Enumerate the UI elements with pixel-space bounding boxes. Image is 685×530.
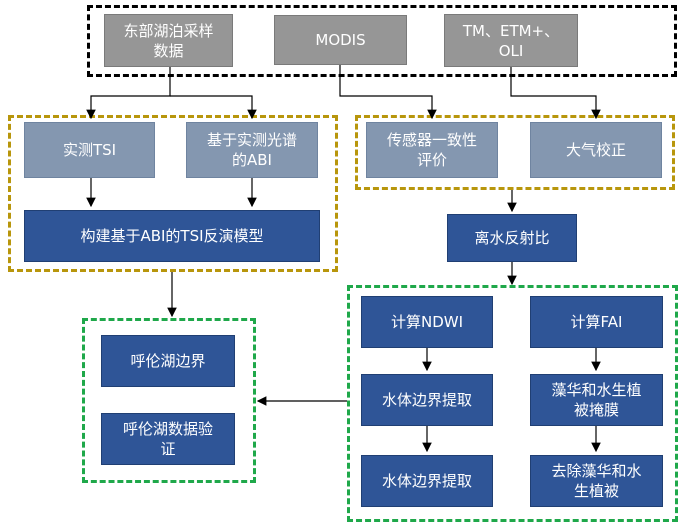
arrow-east-lake-to-tsi [86, 67, 171, 120]
arrow-tm-to-atmos [510, 67, 601, 120]
frame-preprocessing [355, 115, 675, 190]
node-tsi-inversion-model: 构建基于ABI的TSI反演模型 [24, 210, 320, 262]
node-sensor-consistency: 传感器一致性 评价 [366, 122, 498, 178]
node-algae-vegetation-mask: 藻华和水生植 被掩膜 [530, 374, 663, 426]
arrow-east-lake-to-abi [170, 95, 257, 120]
frame-results [82, 318, 256, 483]
node-water-boundary-extract-1: 水体边界提取 [361, 374, 493, 426]
node-compute-fai: 计算FAI [530, 296, 663, 348]
node-hulun-lake-boundary: 呼伦湖边界 [101, 335, 235, 387]
frame-data-sources [87, 5, 677, 77]
node-water-boundary-extract-2: 水体边界提取 [361, 455, 493, 507]
node-hulun-data-validation: 呼伦湖数据验 证 [101, 413, 235, 465]
node-atmospheric-correction: 大气校正 [530, 122, 662, 178]
arrow-modis-to-sensor [339, 64, 437, 120]
node-compute-ndwi: 计算NDWI [361, 296, 493, 348]
node-measured-tsi: 实测TSI [24, 122, 155, 178]
node-water-leaving-reflectance: 离水反射比 [447, 214, 577, 262]
node-abi-spectrum: 基于实测光谱 的ABI [186, 122, 318, 178]
frame-model-building [8, 115, 338, 272]
node-tm-etm-oli: TM、ETM+、 OLI [444, 14, 578, 67]
node-east-lake-sampling: 东部湖泊采样 数据 [104, 14, 233, 67]
node-modis: MODIS [274, 15, 407, 65]
frame-water-extraction [347, 285, 678, 522]
node-remove-algae-vegetation: 去除藻华和水 生植被 [530, 455, 663, 507]
